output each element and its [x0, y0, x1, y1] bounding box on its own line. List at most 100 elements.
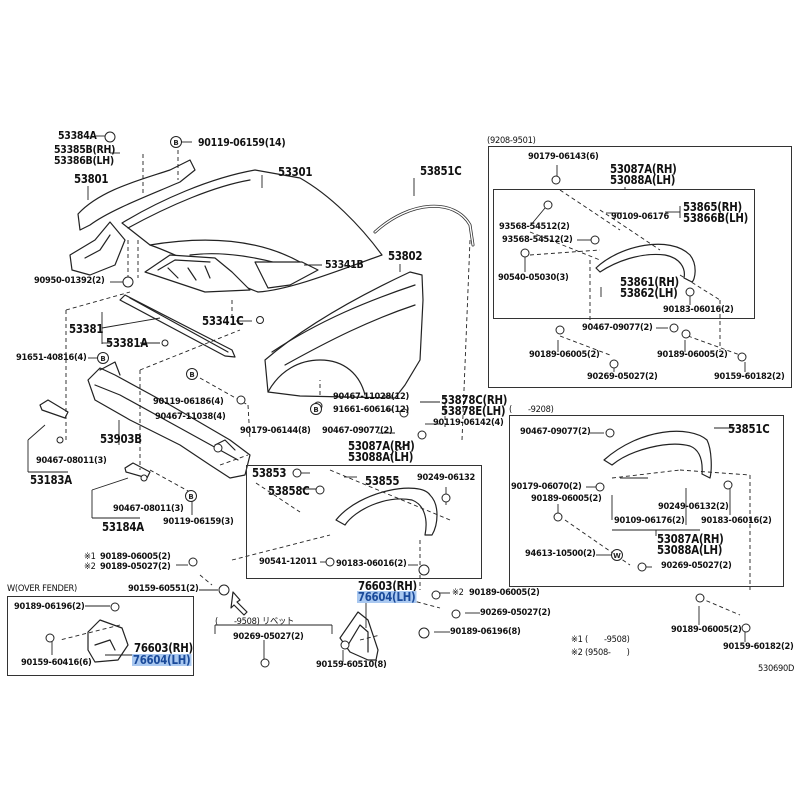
part-label[interactable]: 90159-60182(2) [723, 642, 794, 652]
part-label[interactable]: 53878E(LH) [441, 404, 506, 418]
box-title: (9208-9501) [487, 136, 536, 146]
part-label[interactable]: 94613-10500(2) [525, 549, 596, 559]
part-label[interactable]: 90269-05027(2) [233, 632, 304, 642]
part-label[interactable]: 53386B(LH) [54, 155, 114, 167]
part-label[interactable]: 90467-09077(2) [322, 426, 393, 436]
part-label[interactable]: 90189-06005(2) [529, 350, 600, 360]
part-label[interactable]: 53861(RH) [620, 275, 679, 289]
part-label[interactable]: 90541-12011 [259, 557, 318, 567]
part-label[interactable]: 90189-06005(2) [100, 552, 171, 562]
part-label[interactable]: 53851C [420, 164, 462, 178]
part-label[interactable]: 90249-06132 [417, 473, 476, 483]
part-label[interactable]: 53878C(RH) [441, 393, 508, 407]
part-label[interactable]: 90269-05027(2) [480, 608, 551, 618]
part-label[interactable]: 90467-09077(2) [520, 427, 591, 437]
part-label[interactable]: 53385B(RH) [54, 144, 116, 156]
part-label[interactable]: 90467-08011(3) [113, 504, 184, 514]
part-label[interactable]: 90119-06186(4) [153, 397, 224, 407]
part-label[interactable]: 90269-05027(2) [587, 372, 658, 382]
box-9208-9501-inner [493, 189, 755, 319]
part-label[interactable]: 90159-60510(8) [316, 660, 387, 670]
b-marker: B [313, 406, 318, 414]
part-label[interactable]: 53381 [69, 322, 104, 336]
part-label[interactable]: 90183-06016(2) [701, 516, 772, 526]
note-mark: ※2 [452, 588, 464, 598]
box-title: ( -9208) [509, 405, 554, 415]
part-label[interactable]: 90269-05027(2) [661, 561, 732, 571]
part-label[interactable]: 53184A [102, 520, 144, 534]
part-label[interactable]: 53866B(LH) [683, 211, 749, 225]
part-label[interactable]: 53087A(RH) [348, 439, 415, 453]
part-label[interactable]: 90467-08011(3) [36, 456, 107, 466]
part-label[interactable]: 90183-06016(2) [336, 559, 407, 569]
part-label[interactable]: 90467-11028(12) [333, 392, 410, 402]
part-label[interactable]: 90179-06070(2) [511, 482, 582, 492]
part-label[interactable]: 53341C [202, 314, 244, 328]
part-label[interactable]: 90159-60182(2) [714, 372, 785, 382]
part-label[interactable]: 53183A [30, 473, 72, 487]
part-label[interactable]: 53858C [268, 484, 310, 498]
box-9208-9501 [488, 146, 792, 388]
part-label[interactable]: 91651-40816(4) [16, 353, 87, 363]
part-label[interactable]: 53903B [100, 432, 142, 446]
part-label[interactable]: 53862(LH) [620, 286, 678, 300]
part-label[interactable]: 90119-06142(4) [433, 418, 504, 428]
part-label[interactable]: 76603(RH) [358, 579, 417, 593]
part-label[interactable]: 53802 [388, 249, 423, 263]
part-label[interactable]: 90467-09077(2) [582, 323, 653, 333]
part-label[interactable]: 90249-06132(2) [658, 502, 729, 512]
part-label[interactable]: 53088A(LH) [610, 173, 676, 187]
b-marker: B [188, 493, 193, 501]
w-marker: W [613, 552, 621, 560]
part-label[interactable]: 53087A(RH) [610, 162, 677, 176]
part-label[interactable]: 53851C [728, 422, 770, 436]
part-label[interactable]: 90119-06159(3) [163, 517, 234, 527]
part-label[interactable]: 90467-11038(4) [155, 412, 226, 422]
part-label[interactable]: 90109-06176(2) [614, 516, 685, 526]
part-label[interactable]: 93568-54512(2) [499, 222, 570, 232]
part-label[interactable]: 53381A [106, 336, 148, 350]
part-label[interactable]: 53384A [58, 130, 97, 142]
part-label[interactable]: 90109-06176 [611, 212, 670, 222]
part-label[interactable]: 90189-06196(2) [14, 602, 85, 612]
diagram-code: 530690D [758, 664, 795, 674]
part-label-highlighted[interactable]: 76604(LH) [357, 590, 417, 604]
part-label[interactable]: 90540-05030(3) [498, 273, 569, 283]
part-label[interactable]: 90189-06005(2) [657, 350, 728, 360]
part-label[interactable]: 53853 [252, 466, 287, 480]
part-label[interactable]: 90159-60551(2) [128, 584, 199, 594]
legend-note-2: ※2 (9508- ) [571, 648, 630, 658]
part-label[interactable]: 53088A(LH) [657, 543, 723, 557]
part-label[interactable]: 53801 [74, 172, 109, 186]
part-label[interactable]: 53341B [325, 259, 364, 271]
part-label[interactable]: 91661-60616(12) [333, 405, 410, 415]
note-mark: ※2 [84, 562, 96, 572]
part-label[interactable]: 90179-06144(8) [240, 426, 311, 436]
note-mark: ※1 [84, 552, 96, 562]
part-label[interactable]: 90189-06196(8) [450, 627, 521, 637]
part-label[interactable]: 90950-01392(2) [34, 276, 105, 286]
part-label[interactable]: 53087A(RH) [657, 532, 724, 546]
part-label[interactable]: 90189-06005(2) [531, 494, 602, 504]
part-label-highlighted[interactable]: 76604(LH) [132, 653, 192, 667]
b-marker: B [189, 371, 194, 379]
part-label[interactable]: 53865(RH) [683, 200, 742, 214]
part-label[interactable]: 90183-06016(2) [663, 305, 734, 315]
part-label[interactable]: 90189-06005(2) [671, 625, 742, 635]
part-label[interactable]: 90179-06143(6) [528, 152, 599, 162]
rivet-period-label: ( -9508) リベット [215, 617, 294, 627]
part-label[interactable]: 90159-60416(6) [21, 658, 92, 668]
part-label[interactable]: 53301 [278, 165, 313, 179]
part-label[interactable]: 90119-06159(14) [198, 137, 286, 149]
part-label[interactable]: 76603(RH) [134, 641, 193, 655]
part-label[interactable]: 53855 [365, 474, 400, 488]
box-53087a-mid [246, 465, 482, 579]
part-label[interactable]: 90189-06005(2) [469, 588, 540, 598]
part-label[interactable]: 90189-05027(2) [100, 562, 171, 572]
part-label[interactable]: 53088A(LH) [348, 450, 414, 464]
b-marker: B [100, 355, 105, 363]
part-label[interactable]: 93568-54512(2) [502, 235, 573, 245]
b-marker: B [173, 139, 178, 147]
